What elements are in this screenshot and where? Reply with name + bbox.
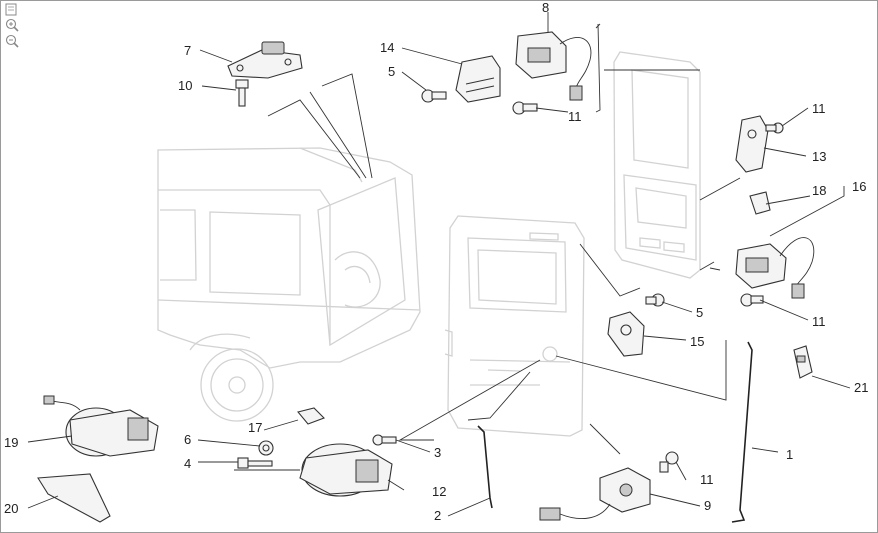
part-3-screw <box>372 434 397 446</box>
callout-13: 13 <box>812 149 826 164</box>
part-11-screw-bottom <box>659 451 679 473</box>
callout-19: 19 <box>4 435 18 450</box>
part-12-handle <box>299 443 393 497</box>
fit-page-icon[interactable] <box>3 2 21 17</box>
part-13-bracket <box>735 115 769 173</box>
callout-12: 12 <box>432 484 446 499</box>
part-6-nut <box>258 440 274 456</box>
callout-16: 16 <box>852 179 866 194</box>
callout-1: 1 <box>786 447 793 462</box>
part-4-bolt <box>237 457 273 469</box>
part-18-plate <box>749 191 771 215</box>
part-5-screw-mid <box>645 293 665 307</box>
leader-lines <box>27 12 851 517</box>
part-17-clip <box>297 407 325 425</box>
callout-labels: 1 2 3 4 5 5 6 7 8 9 10 11 11 11 11 12 13… <box>4 0 868 523</box>
callout-4: 4 <box>184 456 191 471</box>
callout-20: 20 <box>4 501 18 516</box>
zoom-in-icon[interactable] <box>3 18 21 33</box>
part-5-screw-top <box>421 89 447 103</box>
part-2-rod <box>477 425 493 509</box>
part-21-clip <box>793 345 813 379</box>
callout-11-right-bottom: 11 <box>812 314 826 329</box>
part-7-hinge <box>227 41 303 79</box>
callout-21: 21 <box>854 380 868 395</box>
part-10-bolt <box>235 79 249 107</box>
callout-8: 8 <box>542 0 549 15</box>
callout-5-mid: 5 <box>696 305 703 320</box>
callout-14: 14 <box>380 40 394 55</box>
callout-7: 7 <box>184 43 191 58</box>
part-11-screw-top <box>512 101 538 115</box>
callout-9: 9 <box>704 498 711 513</box>
callout-11-right-top: 11 <box>812 101 826 116</box>
callout-6: 6 <box>184 432 191 447</box>
callout-15: 15 <box>690 334 704 349</box>
callout-3: 3 <box>434 445 441 460</box>
part-11-screw-right-top <box>765 122 784 134</box>
part-14-cover <box>455 55 501 103</box>
part-9-actuator <box>539 467 651 521</box>
zoom-out-icon[interactable] <box>3 34 21 49</box>
callout-10: 10 <box>178 78 192 93</box>
callout-5-top: 5 <box>388 64 395 79</box>
callout-11-bottom: 11 <box>700 472 714 487</box>
part-11-screw-right-bottom <box>740 293 764 307</box>
callout-18: 18 <box>812 183 826 198</box>
part-15-bracket <box>607 311 645 357</box>
callout-11-top: 11 <box>568 109 582 124</box>
part-16-lock <box>735 237 815 299</box>
part-1-rod <box>731 341 753 523</box>
part-19-lock <box>43 395 159 457</box>
viewer-toolbar <box>3 2 23 52</box>
callout-17: 17 <box>248 420 262 435</box>
vehicle-outline <box>157 51 701 437</box>
part-20-grip <box>37 473 111 523</box>
part-8-lock <box>515 31 592 101</box>
callout-2: 2 <box>434 508 441 523</box>
